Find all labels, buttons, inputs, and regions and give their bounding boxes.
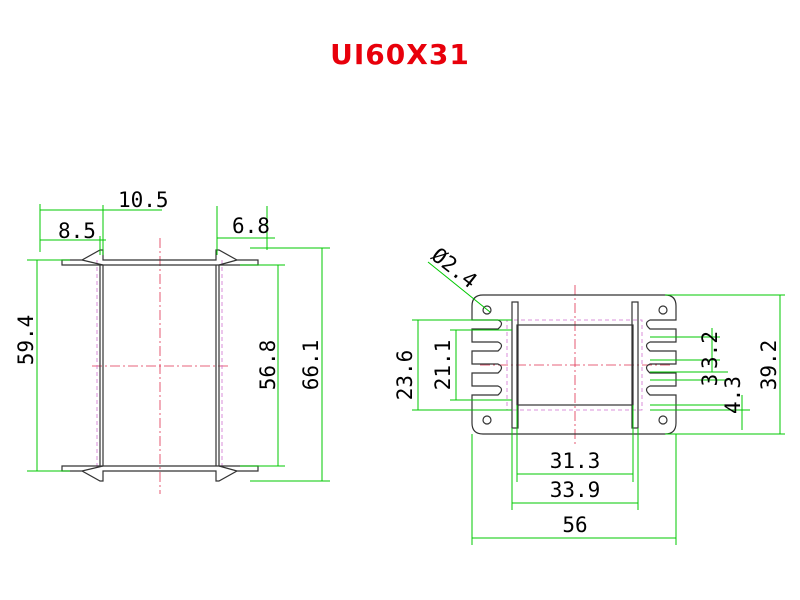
dim-4-3: 4.3 [721, 376, 745, 414]
dim-56: 56 [562, 513, 587, 537]
dim-56-8: 56.8 [256, 340, 280, 391]
dim-3-2: 3.2 [698, 331, 722, 369]
dim-6-8: 6.8 [232, 214, 270, 238]
dim-66-1: 66.1 [299, 340, 323, 391]
side-view: Ø2.4 23.6 21.1 3.2 3 4.3 39.2 31.3 33.9 … [393, 243, 785, 545]
dim-8-5: 8.5 [58, 219, 96, 243]
dim-10-5: 10.5 [118, 188, 169, 212]
dim-3: 3 [698, 374, 722, 387]
dim-dia-2-4: Ø2.4 [427, 243, 482, 293]
page-title: UI60X31 [330, 38, 470, 71]
dim-21-1: 21.1 [431, 340, 455, 391]
dim-23-6: 23.6 [393, 350, 417, 401]
dim-59-4: 59.4 [14, 315, 38, 366]
front-view: 10.5 8.5 6.8 59.4 56.8 66.1 [14, 188, 330, 494]
dim-33-9: 33.9 [550, 478, 601, 502]
dim-39-2: 39.2 [757, 340, 781, 391]
dim-31-3: 31.3 [550, 449, 601, 473]
